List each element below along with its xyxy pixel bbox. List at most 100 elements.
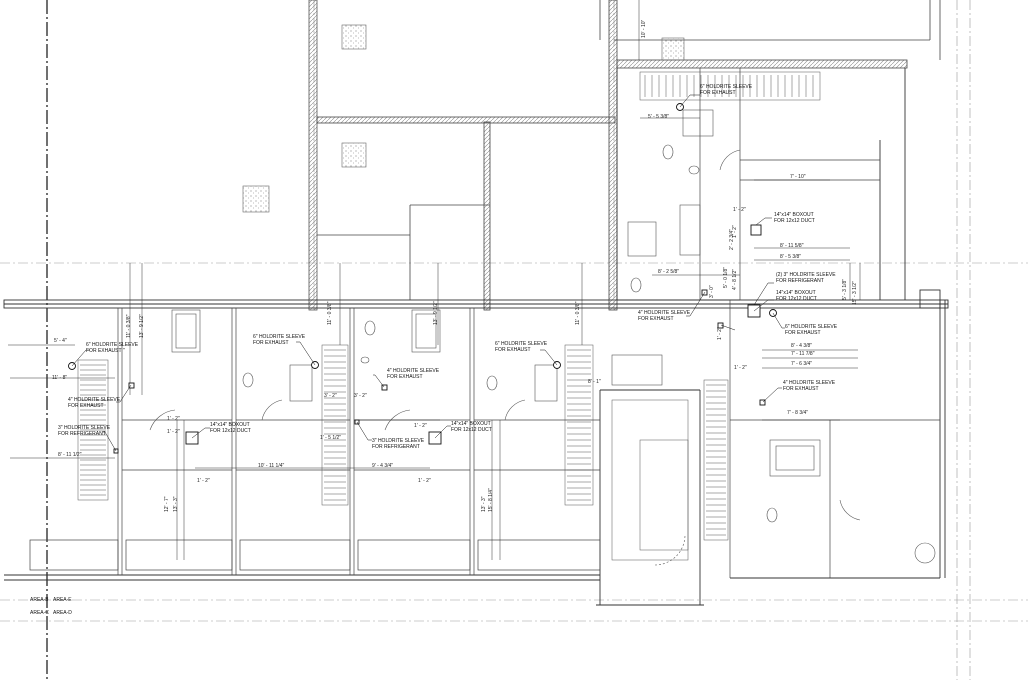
annotation-line: 14"x14" BOXOUT [774,212,814,218]
dimension-label-vertical: 2' - 2 3/4" [729,228,735,250]
annotation-line: 6" HOLDRITE SLEEVE [86,342,139,348]
annotation-line: FOR EXHAUST [785,329,821,336]
dimension-label: 7' - 11 7/8" [791,351,815,357]
dimension-label: 3' - 2" [324,393,337,399]
dimension-label: 8' - 11 5/8" [780,243,804,249]
speckled-columns [242,24,685,213]
annotation-line: FOR EXHAUST [783,385,819,392]
dimension-label: 3' - 2" [354,393,367,399]
annotation-line: 4" HOLDRITE SLEEVE [783,380,836,386]
annotation-line: FOR 12x12 DUCT [776,295,817,302]
annotation-line: 14"x14" BOXOUT [210,422,250,428]
annotation-line: 14"x14" BOXOUT [451,421,491,427]
area-label-e: AREA-E [53,597,72,603]
building-walls [3,68,949,606]
dimension-label: 11' - 8" [52,375,68,381]
annotation-line: 6" HOLDRITE SLEEVE [785,324,838,330]
annotation-line: FOR REFRIGERANT [58,430,106,437]
area-label-c: AREA-C [30,610,49,616]
annotation-line: FOR EXHAUST [495,346,531,353]
dimension-label-vertical: 13' - 9 1/2" [139,314,145,338]
dimension-label-vertical: 13' - 9 1/2" [433,301,439,325]
annotation-line: 3" HOLDRITE SLEEVE [372,438,425,444]
dimension-label-vertical: 12' - 7" [164,496,170,512]
annotation-line: FOR EXHAUST [700,89,736,96]
dimension-label-vertical: 15' - 8 1/4" [488,488,494,512]
annotation-line: 6" HOLDRITE SLEEVE [700,84,753,90]
annotation-line: 6" HOLDRITE SLEEVE [495,341,548,347]
dimension-label: 1' - 2" [418,478,431,484]
dimension-label: 8' - 1" [588,379,601,385]
annotation-line: 4" HOLDRITE SLEEVE [638,310,691,316]
dimension-label: 9' - 4 3/4" [372,463,394,469]
dimension-label: 1' - 2" [734,365,747,371]
area-label-d: AREA-D [53,610,72,616]
dimension-label-vertical: 11' - 0 3/8" [327,301,333,325]
annotation-line: FOR EXHAUST [253,339,289,346]
dimension-label-vertical: 11' - 0 3/8" [126,314,132,338]
dimension-label-vertical: 4' - 8 1/2" [732,268,738,290]
plumbing-fixtures [149,109,936,566]
annotation-line: (2) 3" HOLDRITE SLEEVE [776,272,836,278]
dimension-lines [8,0,861,560]
dimension-label: 1' - 2" [167,429,180,435]
annotation-line: FOR 12x12 DUCT [210,427,251,434]
dimension-label-vertical: 13' - 3" [173,496,179,512]
dimension-label-vertical: 5' - 0 1/8" [723,266,729,288]
dimension-label-vertical: 1' - 2" [717,327,723,340]
dimension-label: 1' - 2" [167,416,180,422]
annotation-line: 6" HOLDRITE SLEEVE [253,334,306,340]
area-label-b: AREA-B [30,597,49,603]
annotation-line: FOR EXHAUST [638,315,674,322]
annotation-line: FOR EXHAUST " [86,347,125,354]
dimension-label: 10' - 11 1/4" [258,463,285,469]
dimension-label: 7' - 8 3/4" [787,410,809,416]
sleeve-symbols [68,103,777,454]
annotation-line: 3" HOLDRITE SLEEVE [58,425,111,431]
stairs [77,71,821,561]
dimension-label: 8' - 4 3/8" [791,343,813,349]
dimension-label: 7' - 10" [790,174,806,180]
dimension-label: 1' - 2" [197,478,210,484]
dimension-label: 1' - 5 1/2" [320,435,342,441]
annotation-line: FOR 12x12 DUCT [451,426,492,433]
annotation-line: 4" HOLDRITE SLEEVE [387,368,440,374]
dimension-label-vertical: 13' - 3" [481,496,487,512]
leader-lines [71,94,785,452]
annotation-line: FOR EXHAUST [68,402,104,409]
dimension-label-vertical: 5' - 3 1/8" [842,278,848,300]
dimension-label: 8' - 2 5/8" [658,269,680,275]
dimension-label-vertical: 11' - 0 3/8" [575,301,581,325]
dimension-label: 7' - 6 3/4" [791,361,813,367]
dimension-label-vertical: 10' - 10" [641,19,647,38]
dimension-label: 5' - 5 3/8" [648,114,670,120]
annotation-line: 4" HOLDRITE SLEEVE [68,397,121,403]
annotation-line: 14"x14" BOXOUT [776,290,816,296]
dimension-label: 5' - 4" [54,338,67,344]
annotation-line: FOR REFRIGERANT [776,277,824,284]
upper-structure [308,0,941,311]
annotation-line: FOR REFRIGERANT [372,443,420,450]
annotation-line: FOR EXHAUST [387,373,423,380]
dimension-label: 8' - 5 3/8" [780,254,802,260]
dimension-label-vertical: 15' - 3 1/2" [852,281,858,305]
dimension-label: 8' - 11 1/2" [58,452,82,458]
dimension-label: 1' - 2" [733,207,746,213]
dimension-label-vertical: 3' - 0" [709,285,715,298]
